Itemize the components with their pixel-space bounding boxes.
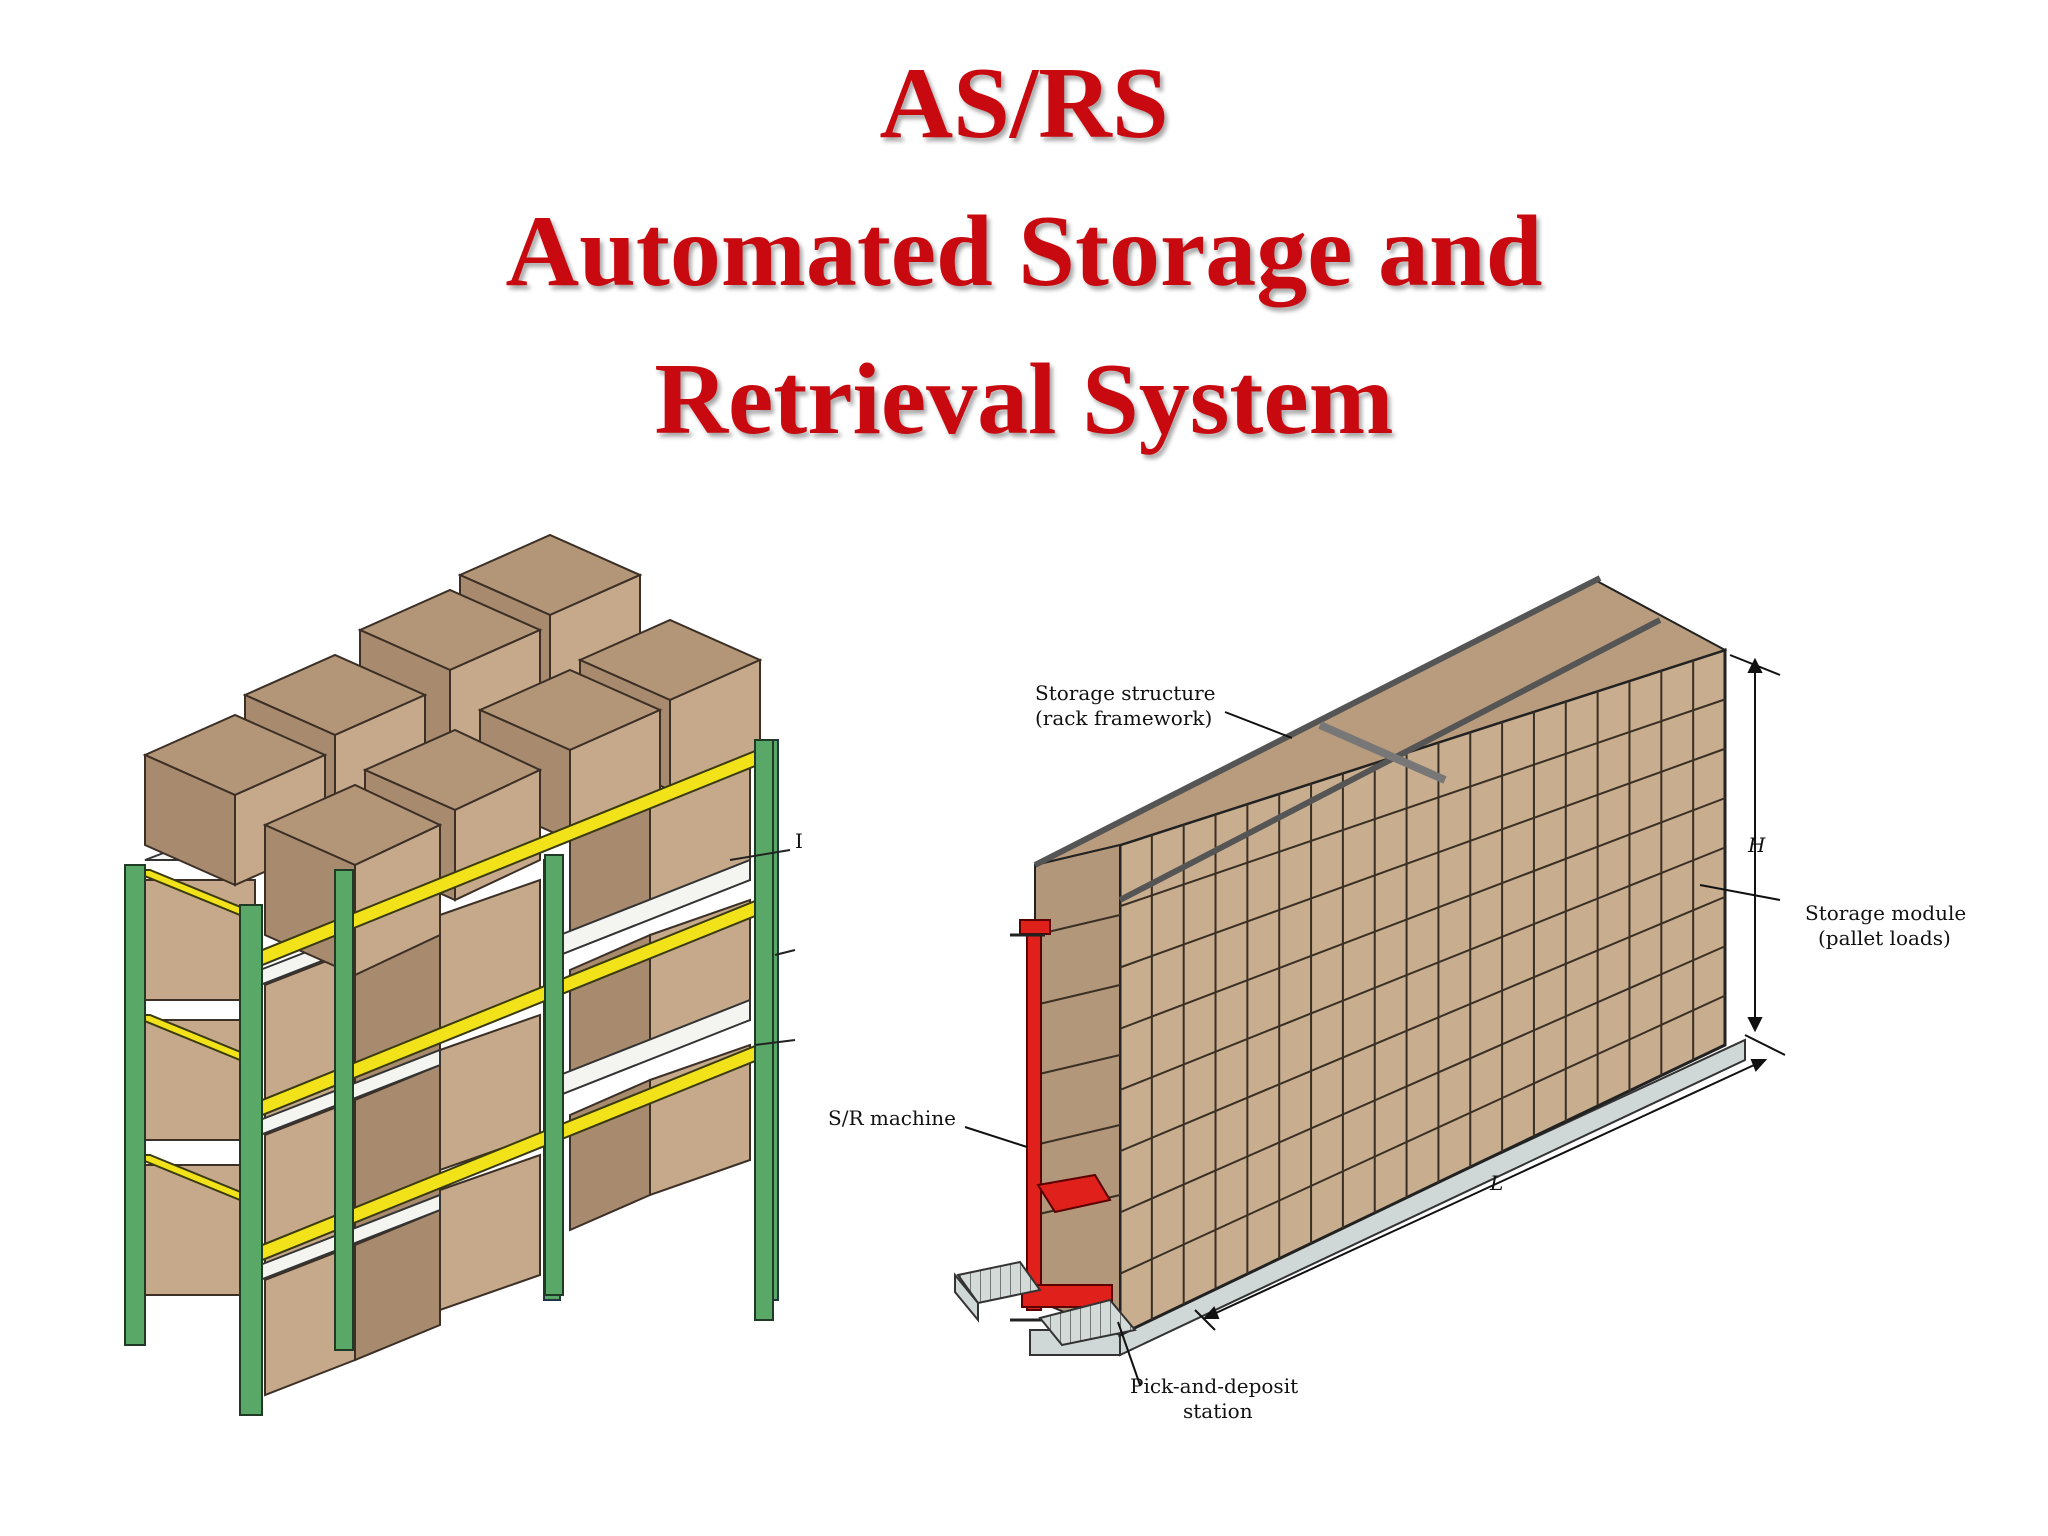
height-label: H xyxy=(1747,833,1766,857)
rack-row-line xyxy=(1119,698,1726,908)
rack-row-line xyxy=(1119,945,1726,1214)
title-line-3: Retrieval System xyxy=(654,343,1394,456)
storage-module-label: Storage module (pallet loads) xyxy=(1805,901,1973,950)
asrs-schematic: H L Storage structure (rack framework) S… xyxy=(828,575,1973,1423)
sr-machine-label: S/R machine xyxy=(828,1106,956,1130)
title-line-2: Automated Storage and xyxy=(505,195,1543,308)
rack-box xyxy=(142,713,328,887)
rack-row-line xyxy=(1119,747,1726,969)
slide-title: AS/RS Automated Storage and Retrieval Sy… xyxy=(0,30,2048,474)
cut-label: I xyxy=(795,829,803,853)
sr-machine xyxy=(1010,919,1113,1322)
title-line-1: AS/RS xyxy=(879,47,1169,160)
rack-uprights xyxy=(124,739,774,1416)
rack-box xyxy=(144,879,256,1296)
length-label: L xyxy=(1489,1171,1503,1195)
rack-row-line xyxy=(1119,895,1726,1153)
length-dimension xyxy=(1194,1059,1768,1331)
rack-row-line xyxy=(1119,846,1726,1091)
pick-deposit-stations xyxy=(954,1260,1137,1347)
rack-box xyxy=(264,878,541,1397)
pick-deposit-label: Pick-and-deposit station xyxy=(1130,1374,1304,1423)
storage-module-grid xyxy=(1119,660,1726,1320)
rack-row-line xyxy=(1119,797,1726,1030)
storage-structure-label: Storage structure (rack framework) xyxy=(1035,681,1222,730)
height-dimension xyxy=(1729,654,1786,1056)
rack-beams xyxy=(129,743,771,1267)
pallet-rack-illustration: I xyxy=(124,533,803,1416)
rack-row-line xyxy=(1119,994,1726,1275)
